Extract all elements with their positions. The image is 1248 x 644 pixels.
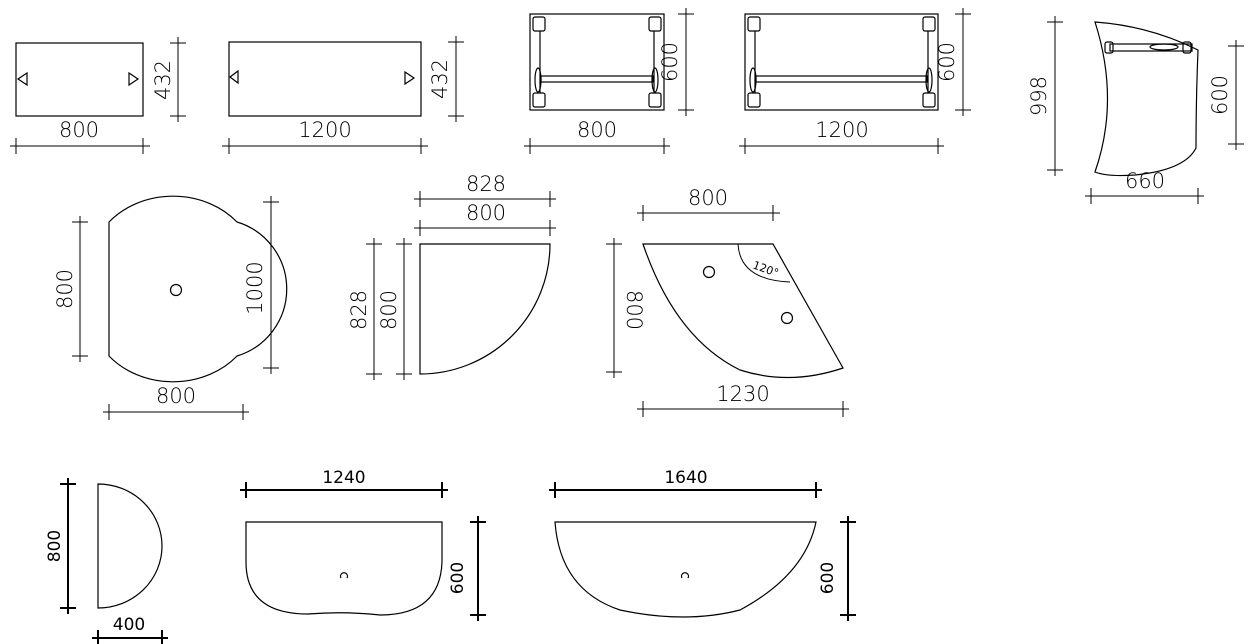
width-label: 800: [156, 384, 196, 408]
depth-label: 600: [1208, 75, 1232, 115]
table-rect-800: 800 432: [10, 37, 186, 154]
connector-left-icon: [16, 71, 28, 87]
height-left-label: 800: [53, 269, 77, 309]
table-rect-1200: 1200 432: [222, 36, 464, 154]
leg-top-left: [747, 16, 761, 32]
table-outline: [97, 483, 163, 609]
width-label: 1240: [322, 468, 365, 488]
leg-bottom-left: [747, 92, 761, 108]
table-outline: [245, 521, 443, 616]
crossbar: [540, 75, 654, 83]
grommet-icon: [339, 572, 349, 579]
width-label: 1200: [298, 118, 351, 142]
angle-label: 120°: [751, 259, 780, 280]
table-quarter: 828 800 828 800: [347, 172, 556, 380]
angle-arc: [737, 243, 791, 283]
rail: [1109, 43, 1193, 52]
leg-bottom-left: [532, 92, 546, 108]
width-label: 400: [113, 615, 145, 635]
table-d-shape: 800 1000 800: [53, 195, 288, 420]
table-outline: [554, 521, 817, 618]
width-outer-label: 828: [466, 172, 506, 196]
width-label: 800: [577, 118, 617, 142]
grommet-icon: [680, 572, 690, 579]
table-bowl-1240: 1240 600: [240, 468, 486, 621]
height-right-label: 1000: [243, 261, 267, 314]
depth-label: 600: [658, 42, 682, 82]
table-curved: 998 660 600: [1027, 16, 1244, 204]
grommet-hole: [169, 283, 183, 297]
depth-label: 432: [428, 59, 452, 99]
leg-top-right: [648, 16, 662, 32]
leg-top-right: [922, 16, 936, 32]
grommet-hole-1: [702, 265, 716, 279]
grommet-hole-2: [780, 311, 794, 325]
height-outer-label: 828: [347, 290, 371, 330]
width-label: 800: [59, 118, 99, 142]
width-top-label: 800: [688, 186, 728, 210]
leg-top-left: [532, 16, 546, 32]
table-outline: [1094, 21, 1199, 177]
bracket-right: [1182, 41, 1192, 54]
connector-right-icon: [404, 70, 416, 86]
table-bowl-1640: 1640 600: [549, 468, 856, 621]
depth-label: 600: [818, 562, 838, 594]
table-wedge: 120° 800 800 1230: [606, 186, 849, 417]
table-outline: [15, 42, 144, 117]
depth-label: 600: [448, 562, 468, 594]
width-label: 1200: [815, 118, 868, 142]
crossbar: [755, 75, 928, 83]
frame-800: 800 600: [524, 8, 694, 154]
leg-bottom-right: [648, 92, 662, 108]
table-outline: [228, 41, 422, 117]
frame-1200: 1200 600: [739, 8, 971, 154]
table-half-circle: 800 400: [45, 478, 168, 644]
connector-left-icon: [229, 69, 239, 85]
table-outline: [642, 243, 844, 379]
table-outline: [419, 243, 551, 375]
height-inner-label: 800: [377, 290, 401, 330]
depth-label: 600: [935, 42, 959, 82]
width-bottom-label: 1230: [716, 382, 769, 406]
depth-label: 432: [151, 60, 175, 100]
leg-bottom-right: [922, 92, 936, 108]
height-label: 800: [622, 290, 646, 330]
height-label: 998: [1027, 76, 1051, 116]
bracket-left: [1104, 41, 1114, 54]
width-label: 1640: [664, 468, 707, 488]
frame-outline: [744, 13, 939, 111]
connector-right-icon: [128, 71, 140, 87]
height-label: 800: [45, 530, 65, 562]
table-outline: [108, 195, 288, 383]
width-label: 660: [1125, 169, 1165, 193]
width-inner-label: 800: [466, 201, 506, 225]
frame-outline: [529, 13, 665, 111]
